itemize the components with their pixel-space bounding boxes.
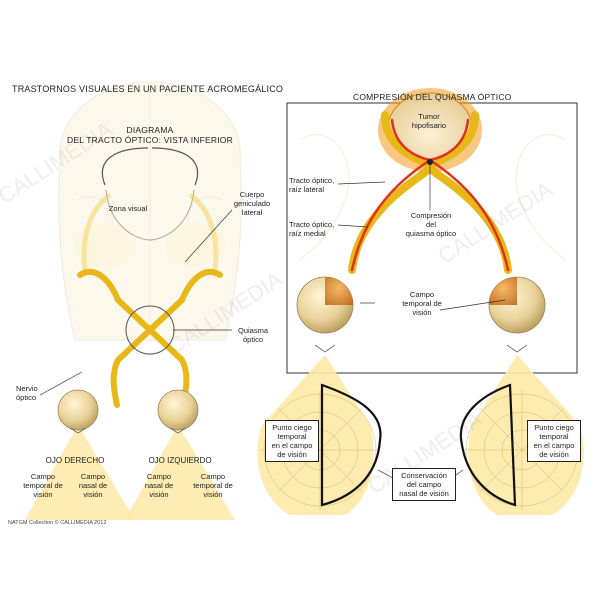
left-visual-fields — [25, 425, 235, 520]
label-visual-zone: Zona visual — [108, 204, 148, 213]
left-leader-lines — [39, 209, 233, 396]
label-conservation: Conservación del campo nasal de visión — [392, 468, 456, 501]
left-eye-drawing — [157, 389, 199, 431]
diagram-title: DIAGRAMA DEL TRACTO ÓPTICO: VISTA INFERI… — [67, 125, 233, 145]
compression-point — [427, 159, 433, 165]
credit-line: NATGM Collection © CALLIMEDIA 2012 — [8, 520, 107, 526]
compression-title: COMPRESIÓN DEL QUIASMA ÓPTICO — [353, 92, 512, 102]
label-blind-spot-right: Punto ciego temporal en el campo de visi… — [527, 420, 581, 462]
preserved-nasal-field-left — [320, 383, 382, 507]
main-title: TRASTORNOS VISUALES EN UN PACIENTE ACROM… — [12, 84, 284, 94]
label-tract-medial: Tracto óptico, raíz medial — [289, 220, 335, 238]
label-tumor: Tumor hipofisario — [411, 112, 447, 130]
right-eye-drawing — [57, 389, 99, 431]
field-grid-left — [260, 390, 380, 510]
label-nasal-field-1: Campo nasal de visión — [78, 472, 108, 499]
compression-brain-bg — [299, 134, 566, 261]
label-chiasm: Quiasma óptico — [237, 326, 268, 344]
label-temporal-field-1: Campo temporal de visión — [23, 472, 63, 499]
preserved-nasal-field-right — [459, 383, 517, 507]
label-temporal-field: Campo temporal de visión — [402, 290, 442, 317]
visual-cortex — [101, 147, 199, 241]
label-temporal-field-2: Campo temporal de visión — [193, 472, 233, 499]
label-right-eye: OJO DERECHO — [45, 456, 105, 465]
label-geniculate: Cuerpo geniculado lateral — [233, 190, 271, 217]
label-blind-spot-left: Punto ciego temporal en el campo de visi… — [265, 420, 319, 462]
optic-radiations — [81, 192, 219, 271]
label-left-eye: OJO IZQUIERDO — [148, 456, 212, 465]
label-chiasm-compression: Compresión del quiasma óptico — [405, 211, 457, 238]
label-nasal-field-2: Campo nasal de visión — [144, 472, 174, 499]
label-optic-nerve: Nervio óptico — [16, 384, 38, 402]
label-tract-lateral: Tracto óptico, raíz lateral — [289, 176, 335, 194]
